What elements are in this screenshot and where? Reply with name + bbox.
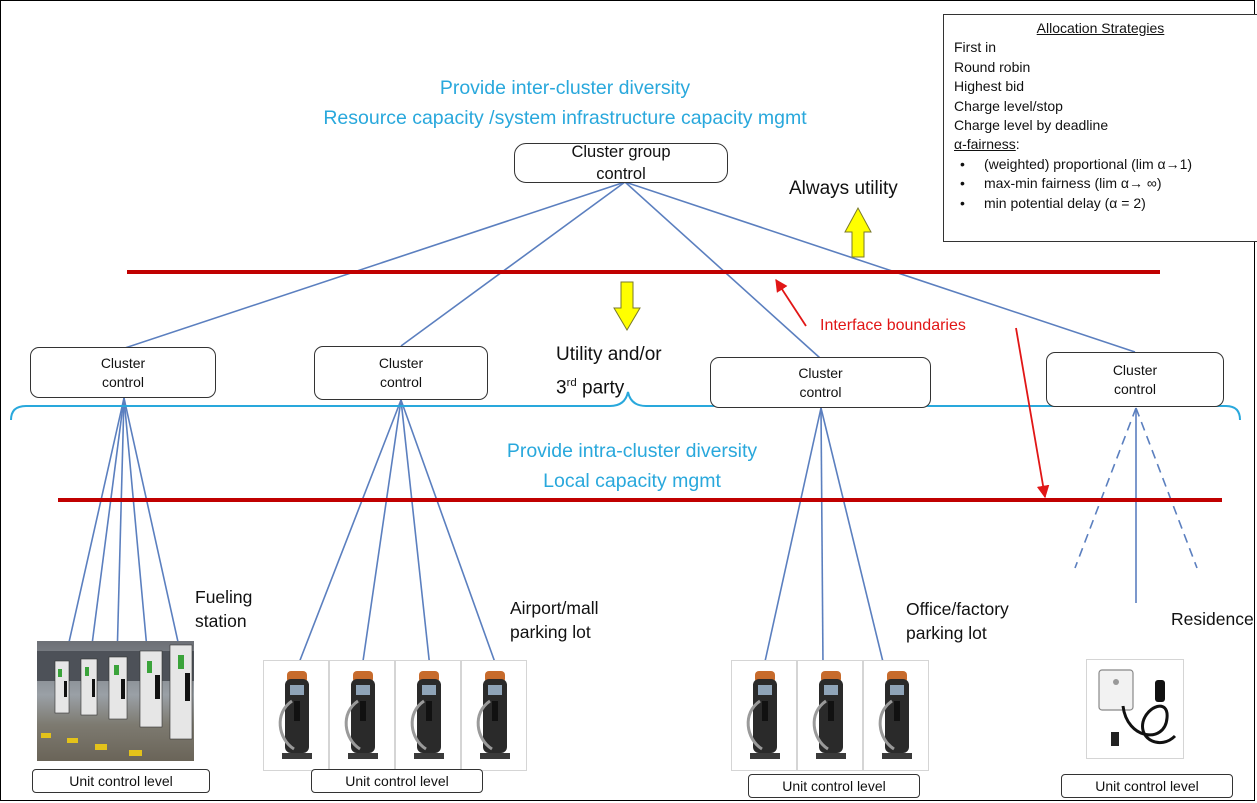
legend-item-charge-level-stop: Charge level/stop bbox=[954, 97, 1063, 114]
ev-charger-photo bbox=[863, 660, 929, 771]
boundary-arrow-lower bbox=[1015, 327, 1050, 499]
cluster-control-1-line2: control bbox=[101, 373, 145, 390]
cluster-control-box-2: Cluster control bbox=[314, 346, 488, 400]
cluster-control-3-line2: control bbox=[799, 383, 842, 400]
up-arrow-icon bbox=[844, 206, 872, 258]
fueling-station-label: Fueling station bbox=[195, 585, 252, 633]
office-line1: Office/factory bbox=[906, 599, 1009, 619]
legend-title: Allocation Strategies bbox=[1036, 20, 1165, 36]
legend-item-highest-bid: Highest bid bbox=[954, 78, 1025, 95]
airport-mall-label: Airport/mall parking lot bbox=[510, 596, 599, 644]
office-line2: parking lot bbox=[906, 623, 987, 643]
utility-line2-sup: rd bbox=[566, 377, 577, 389]
airport-line1: Airport/mall bbox=[510, 598, 599, 618]
residence-wall-charger-photo bbox=[1086, 659, 1184, 759]
wall-charger-icon bbox=[1098, 669, 1177, 746]
unit-control-level-2: Unit control level bbox=[311, 769, 483, 793]
cluster-group-control-box: Cluster group control bbox=[514, 143, 728, 183]
ev-charger-photo bbox=[731, 660, 797, 771]
utility-line2-number: 3 bbox=[556, 377, 567, 399]
unit-control-level-1: Unit control level bbox=[32, 769, 210, 793]
ev-charger-photo bbox=[461, 660, 527, 771]
inter-cluster-subtitle: Resource capacity /system infrastructure… bbox=[323, 107, 807, 129]
boundary-arrow-upper bbox=[775, 278, 807, 327]
legend-bullet-max-min: max-min fairness (lim α→ ∞) bbox=[954, 174, 1257, 194]
fueling-station-image bbox=[37, 644, 194, 756]
unit-control-level-4: Unit control level bbox=[1061, 774, 1233, 798]
ev-charger-photo bbox=[329, 660, 395, 771]
down-arrow-icon bbox=[613, 281, 641, 331]
cluster-control-4-line2: control bbox=[1113, 380, 1157, 397]
ev-charger-icon bbox=[476, 671, 510, 759]
utility-line2-rest: party bbox=[576, 377, 625, 399]
ev-charger-photo bbox=[263, 660, 329, 771]
always-utility-label: Always utility bbox=[789, 178, 898, 199]
residence-dashed-links bbox=[1074, 407, 1198, 569]
intra-cluster-subtitle: Local capacity mgmt bbox=[543, 470, 721, 492]
utility-third-party-label: Utility and/or 3rd party bbox=[556, 340, 662, 402]
cluster-group-control-line2: control bbox=[596, 165, 646, 183]
ev-charger-icon bbox=[878, 671, 912, 759]
residence-label: Residence bbox=[1171, 609, 1254, 629]
ev-charger-icon bbox=[278, 671, 312, 759]
cluster-control-box-4: Cluster control bbox=[1046, 352, 1224, 407]
inter-cluster-title: Provide inter-cluster diversity bbox=[439, 77, 691, 99]
legend-bullet-min-delay: min potential delay (α = 2) bbox=[954, 194, 1257, 214]
ev-charger-photo bbox=[395, 660, 461, 771]
airport-line2: parking lot bbox=[510, 622, 591, 642]
cluster-group-control-line1: Cluster group bbox=[571, 142, 671, 161]
cluster-control-4-line1: Cluster bbox=[1112, 361, 1158, 378]
ev-charger-icon bbox=[812, 671, 846, 759]
legend-fairness-heading: α-fairness: bbox=[954, 135, 1257, 154]
cluster-control-box-3: Cluster control bbox=[710, 357, 931, 408]
utility-line1: Utility and/or bbox=[556, 344, 662, 365]
legend-fairness-colon: : bbox=[1015, 136, 1020, 153]
legend-item-round-robin: Round robin bbox=[954, 58, 1031, 75]
intra-cluster-title: Provide intra-cluster diversity bbox=[506, 440, 758, 462]
fueling-line1: Fueling bbox=[195, 587, 253, 607]
legend-fairness-text: α-fairness bbox=[954, 136, 1016, 153]
allocation-strategies-legend: Allocation Strategies First in Round rob… bbox=[943, 14, 1257, 242]
cluster-control-2-line2: control bbox=[379, 374, 423, 390]
cluster-control-box-1: Cluster control bbox=[30, 347, 216, 398]
cluster-control-3-line1: Cluster bbox=[798, 364, 843, 381]
ev-charger-icon bbox=[410, 671, 444, 759]
ev-charger-icon bbox=[344, 671, 378, 759]
office-factory-label: Office/factory parking lot bbox=[906, 597, 1009, 645]
cluster-to-unit-links bbox=[64, 397, 1137, 669]
fueling-station-photo bbox=[37, 641, 194, 761]
legend-item-charge-by-deadline: Charge level by deadline bbox=[954, 117, 1109, 134]
cluster-control-2-line1: Cluster bbox=[378, 355, 424, 372]
ev-charger-icon bbox=[746, 671, 780, 759]
utility-line2: 3rd party bbox=[556, 369, 662, 402]
legend-bullet-proportional: (weighted) proportional (lim α→1) bbox=[954, 155, 1257, 175]
interface-boundaries-label: Interface boundaries bbox=[820, 317, 966, 334]
ev-charger-photo bbox=[797, 660, 863, 771]
legend-item-first-in: First in bbox=[954, 39, 996, 56]
unit-control-level-3: Unit control level bbox=[748, 774, 920, 798]
intra-cluster-brace bbox=[10, 391, 1241, 421]
fueling-line2: station bbox=[195, 611, 247, 631]
cluster-control-1-line1: Cluster bbox=[100, 354, 146, 371]
